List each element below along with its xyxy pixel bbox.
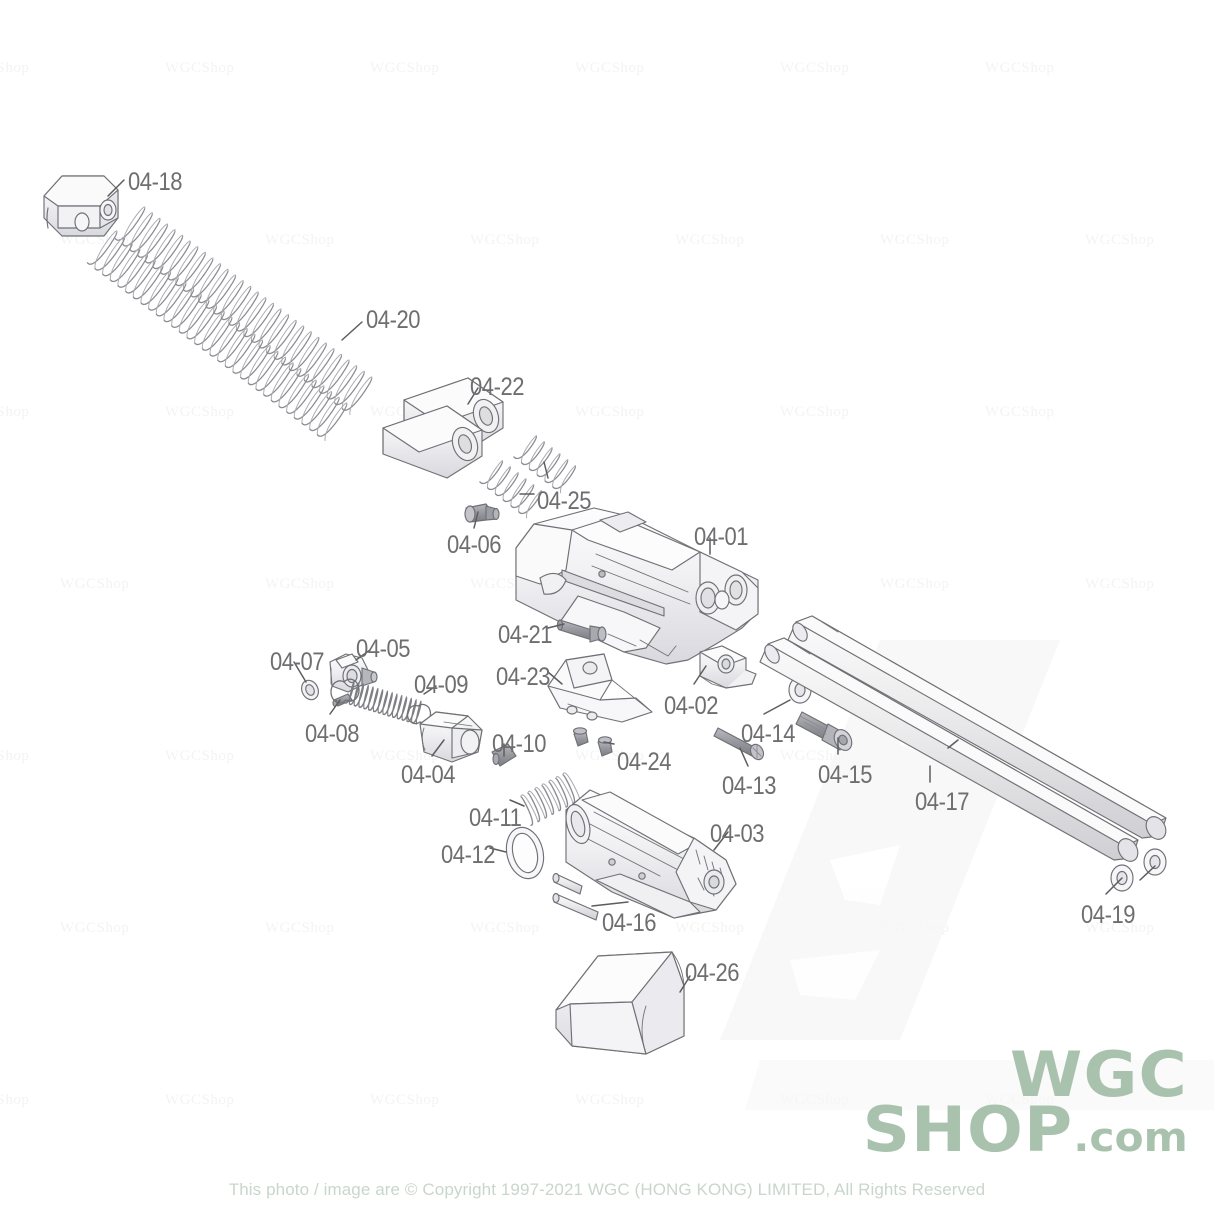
part-label-04-02: 04-02: [664, 692, 719, 720]
part-label-04-14: 04-14: [741, 720, 796, 748]
part-label-04-08: 04-08: [305, 720, 360, 748]
part-label-04-23: 04-23: [496, 663, 551, 691]
wgcshop-logo: WGC SHOP.com: [863, 1044, 1188, 1161]
part-label-04-03: 04-03: [710, 820, 765, 848]
part-label-04-15: 04-15: [818, 761, 873, 789]
part-label-04-24: 04-24: [617, 748, 672, 776]
part-label-04-22: 04-22: [470, 373, 525, 401]
part-label-04-10: 04-10: [492, 730, 547, 758]
part-label-04-13: 04-13: [722, 772, 777, 800]
part-label-04-07: 04-07: [270, 648, 325, 676]
part-label-04-11: 04-11: [469, 804, 522, 832]
part-label-04-16: 04-16: [602, 909, 657, 937]
part-label-04-25: 04-25: [537, 487, 592, 515]
part-label-04-21: 04-21: [498, 621, 553, 649]
logo-line-shop: SHOP.com: [862, 1092, 1188, 1166]
part-label-04-06: 04-06: [447, 531, 502, 559]
part-label-04-12: 04-12: [441, 841, 496, 869]
logo-dotcom: .com: [1073, 1114, 1188, 1161]
part-label-04-09: 04-09: [414, 671, 469, 699]
copyright-notice: This photo / image are © Copyright 1997-…: [228, 1180, 986, 1199]
part-label-04-26: 04-26: [685, 959, 740, 987]
part-label-04-17: 04-17: [915, 788, 970, 816]
part-label-04-20: 04-20: [366, 306, 421, 334]
part-label-04-05: 04-05: [356, 635, 411, 663]
logo-line-wgc: WGC: [1010, 1038, 1188, 1112]
part-label-04-19: 04-19: [1081, 901, 1136, 929]
part-label-04-18: 04-18: [128, 168, 183, 196]
part-label-04-01: 04-01: [694, 523, 749, 551]
part-label-04-04: 04-04: [401, 761, 456, 789]
